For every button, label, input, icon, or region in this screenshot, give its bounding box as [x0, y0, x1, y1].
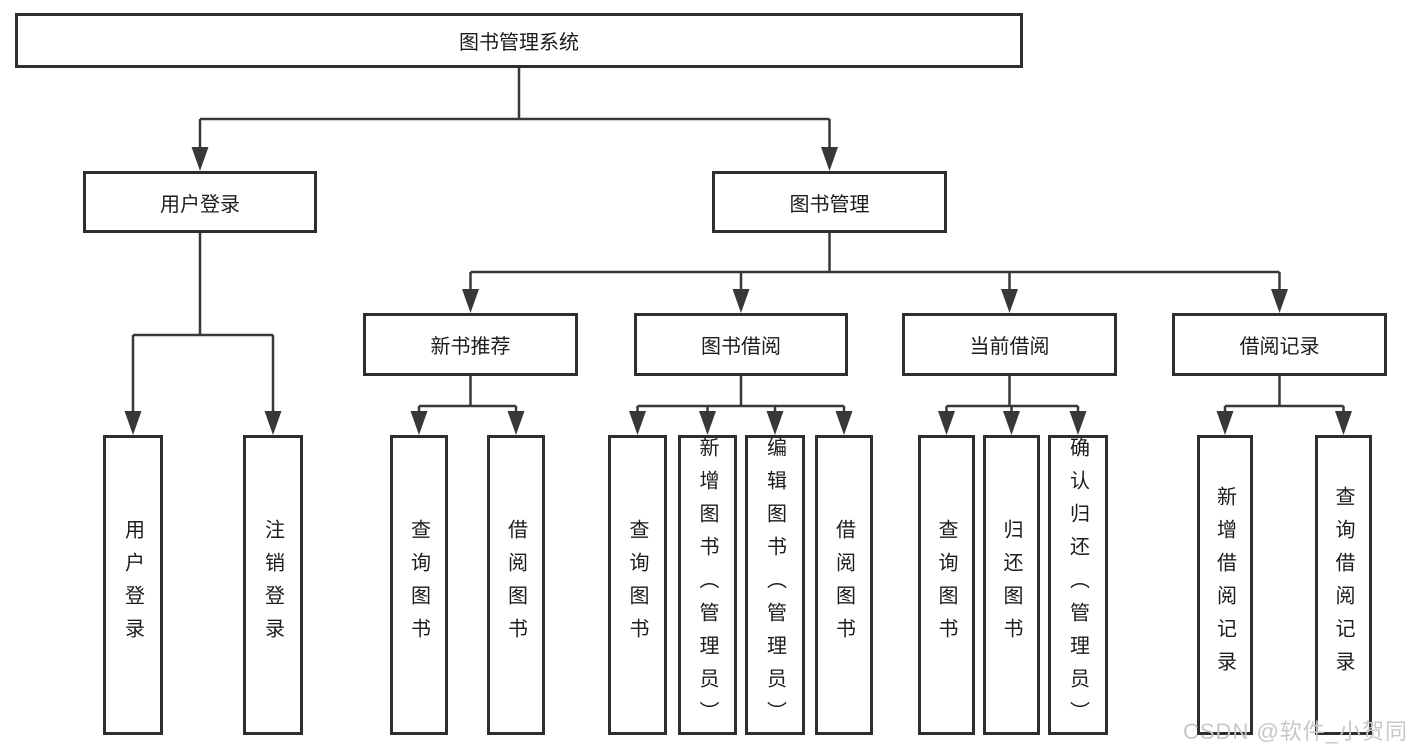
arrowhead-icon — [1271, 289, 1288, 313]
arrowhead-icon — [1069, 411, 1087, 435]
node-current: 当前借阅 — [902, 313, 1117, 376]
node-label-bb-add: 新增图书（管理员） — [696, 436, 718, 734]
arrowhead-icon — [462, 289, 479, 313]
node-nb-borrow: 借阅图书 — [487, 435, 545, 735]
node-label-records: 借阅记录 — [1239, 336, 1320, 358]
node-cb-return: 归还图书 — [983, 435, 1040, 735]
node-label-bb-borrow: 借阅图书 — [832, 519, 855, 651]
node-label-borrowing: 图书借阅 — [701, 336, 781, 358]
arrowhead-icon — [410, 411, 428, 435]
arrowhead-icon — [835, 411, 853, 435]
node-book-mgmt: 图书管理 — [712, 171, 947, 233]
arrowhead-icon — [938, 411, 955, 435]
node-label-user-login: 用户登录 — [160, 193, 240, 216]
node-label-rec-query: 查询借阅记录 — [1332, 486, 1354, 684]
arrowhead-icon — [699, 411, 716, 435]
node-label-book-mgmt: 图书管理 — [789, 193, 870, 216]
node-bb-edit: 编辑图书（管理员） — [745, 435, 805, 735]
node-label-login: 用户登录 — [121, 519, 144, 651]
node-borrowing: 图书借阅 — [634, 313, 848, 376]
node-bb-query: 查询图书 — [608, 435, 667, 735]
node-cb-confirm: 确认归还（管理员） — [1048, 435, 1108, 735]
arrowhead-icon — [507, 411, 525, 435]
node-cb-query: 查询图书 — [918, 435, 975, 735]
node-label-current: 当前借阅 — [969, 336, 1050, 358]
watermark: CSDN @软件_小贺同学 — [1183, 719, 1405, 744]
arrowhead-icon — [264, 411, 282, 435]
arrowhead-icon — [1003, 411, 1020, 435]
arrowhead-icon — [766, 411, 784, 435]
node-new-book: 新书推荐 — [363, 313, 578, 376]
node-records: 借阅记录 — [1172, 313, 1387, 376]
node-login: 用户登录 — [103, 435, 163, 735]
arrowhead-icon — [821, 147, 838, 171]
node-label-nb-query: 查询图书 — [407, 519, 430, 651]
node-label-cb-confirm: 确认归还（管理员） — [1066, 436, 1089, 734]
node-label-new-book: 新书推荐 — [430, 336, 511, 358]
arrowhead-icon — [191, 147, 209, 171]
arrowhead-icon — [124, 411, 142, 435]
node-label-nb-borrow: 借阅图书 — [504, 519, 527, 651]
node-root: 图书管理系统 — [15, 13, 1023, 68]
node-label-bb-edit: 编辑图书（管理员） — [763, 436, 786, 734]
node-label-cb-query: 查询图书 — [935, 519, 957, 651]
arrowhead-icon — [732, 289, 750, 313]
node-nb-query: 查询图书 — [390, 435, 448, 735]
node-label-logout: 注销登录 — [261, 519, 284, 651]
node-rec-add: 新增借阅记录 — [1197, 435, 1253, 735]
node-label-bb-query: 查询图书 — [626, 519, 648, 651]
arrowhead-icon — [1216, 411, 1234, 435]
node-bb-add: 新增图书（管理员） — [678, 435, 737, 735]
arrowhead-icon — [629, 411, 646, 435]
node-label-rec-add: 新增借阅记录 — [1213, 486, 1236, 684]
node-label-cb-return: 归还图书 — [1000, 519, 1022, 651]
arrowhead-icon — [1001, 289, 1018, 313]
arrowhead-icon — [1335, 411, 1352, 435]
node-rec-query: 查询借阅记录 — [1315, 435, 1372, 735]
node-user-login: 用户登录 — [83, 171, 317, 233]
node-logout: 注销登录 — [243, 435, 303, 735]
node-label-root: 图书管理系统 — [459, 32, 579, 54]
node-bb-borrow: 借阅图书 — [815, 435, 873, 735]
